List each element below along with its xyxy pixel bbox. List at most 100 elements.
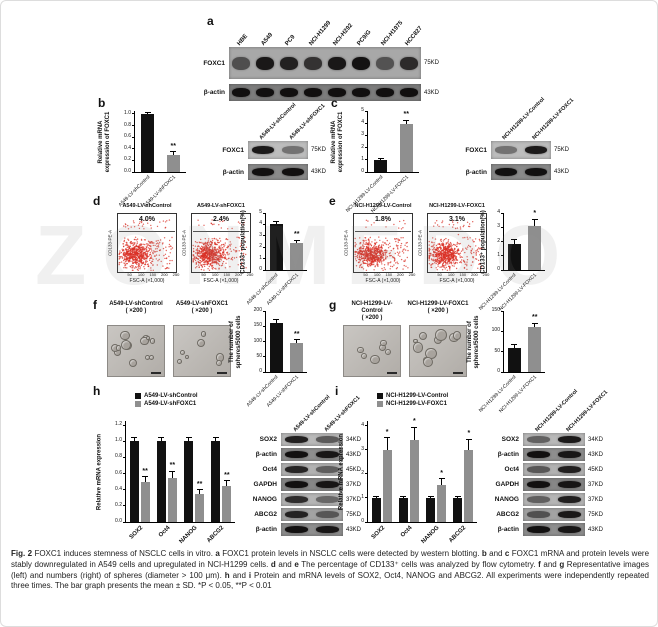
sphere <box>129 358 138 367</box>
band <box>558 451 581 458</box>
protein-label: β-actin <box>203 89 225 96</box>
error-bar <box>172 151 174 155</box>
error-cap <box>411 426 418 428</box>
caption-text: Protein and mRNA levels of SOX2, Oct4, N… <box>11 570 650 591</box>
y-tick-label: 3 <box>497 223 500 230</box>
significance-marker: ** <box>403 111 409 119</box>
error-bar <box>215 437 217 442</box>
micro-title-text: NCI-H1299-LV-Control <box>351 301 393 314</box>
band <box>527 511 550 518</box>
y-tick-label: 2 <box>361 143 364 150</box>
flow-x-tick-label: 100 <box>137 272 145 277</box>
y-tick-label: 1 <box>497 251 500 258</box>
y-tick <box>263 371 266 373</box>
significance-marker: * <box>440 469 443 477</box>
error-bar <box>457 496 459 498</box>
sphere-image-h1299-foxc1 <box>409 325 467 377</box>
flow-plot-title: NCI-H1299-LV-FOXC1 <box>429 203 485 209</box>
sphere-image-h1299-control <box>343 325 401 377</box>
caption-bold-label: a <box>215 549 220 558</box>
error-cap <box>531 218 538 220</box>
band <box>256 88 274 97</box>
flow-plot-title: A549-LV-shFOXC1 <box>197 203 245 209</box>
band <box>316 466 339 473</box>
bar <box>184 441 194 522</box>
error-bar <box>430 496 432 498</box>
flow-x-tick-label: 200 <box>235 272 242 277</box>
caption-text: and <box>275 559 295 569</box>
sphere <box>120 340 131 351</box>
y-tick-label: 1 <box>361 493 364 500</box>
band <box>304 56 322 70</box>
kd-label: 43KD <box>588 526 604 533</box>
lane-label: NCI-H1299 <box>308 20 333 47</box>
y-tick-label: 0.4 <box>124 144 131 151</box>
y-tick-label: 0 <box>259 368 262 374</box>
lane-label: PC9/G <box>356 29 373 47</box>
error-cap <box>465 438 472 440</box>
flow-x-tick-label: 50 <box>127 272 132 277</box>
sphere <box>140 336 149 345</box>
y-tick <box>132 171 135 173</box>
protein-label: NANOG <box>252 496 277 503</box>
kd-label: 43KD <box>554 169 570 175</box>
y-tick-label: 4 <box>361 421 364 428</box>
bar <box>166 154 180 172</box>
band <box>232 88 250 97</box>
flow-x-axis-label: FSC-A (×1,000) <box>203 278 239 284</box>
lane-label: NCI-H292 <box>332 22 355 47</box>
bar <box>269 224 283 270</box>
band <box>328 56 346 70</box>
flow-x-tick-label: 200 <box>471 272 478 277</box>
x-category-label: ABCG2 <box>206 525 226 545</box>
error-cap <box>384 437 391 439</box>
band <box>495 146 517 154</box>
significance-marker: ** <box>169 462 176 470</box>
error-bar <box>275 319 277 324</box>
bar <box>398 497 408 522</box>
y-tick <box>263 223 266 225</box>
protein-label: GAPDH <box>253 481 277 488</box>
y-tick <box>365 134 368 136</box>
flow-x-tick-label: 200 <box>397 272 404 277</box>
flow-x-tick-label: 50 <box>201 272 206 277</box>
bar <box>290 242 304 270</box>
blot-strip <box>248 141 308 159</box>
y-tick <box>501 330 504 332</box>
flow-x-tick-label: 50 <box>437 272 442 277</box>
micro-magnification: ( ×200 ) <box>125 307 147 314</box>
band <box>558 511 581 518</box>
panel-label-a: a <box>207 14 214 28</box>
gate-percentage: 1.8% <box>375 216 391 223</box>
y-tick <box>501 351 504 353</box>
y-tick <box>132 113 135 115</box>
kd-label: 75KD <box>424 60 440 66</box>
error-cap <box>169 470 176 472</box>
protein-label: SOX2 <box>501 436 519 443</box>
protein-label: β-actin <box>497 526 519 533</box>
error-cap <box>293 339 300 341</box>
blot-strip <box>281 478 343 491</box>
panel-label-c: c <box>331 96 338 110</box>
y-tick <box>123 521 126 523</box>
bar <box>528 225 542 270</box>
blot-strip <box>523 448 585 461</box>
y-tick <box>501 269 504 271</box>
caption-text: and <box>540 559 560 569</box>
band <box>558 526 581 533</box>
blot-strip <box>281 493 343 506</box>
y-tick-label: 4 <box>259 220 262 227</box>
y-axis-label: Relative mRNA expression <box>338 433 345 510</box>
error-cap <box>273 221 280 223</box>
y-tick <box>132 159 135 161</box>
band <box>376 88 394 97</box>
y-tick <box>365 521 368 523</box>
protein-label: ABCG2 <box>254 511 277 518</box>
y-tick <box>365 110 368 112</box>
panel-i-legend: NCI-H1299-LV-Control NCI-H1299-LV-FOXC1 <box>377 393 448 409</box>
x-category-label: Oct4 <box>399 525 414 539</box>
